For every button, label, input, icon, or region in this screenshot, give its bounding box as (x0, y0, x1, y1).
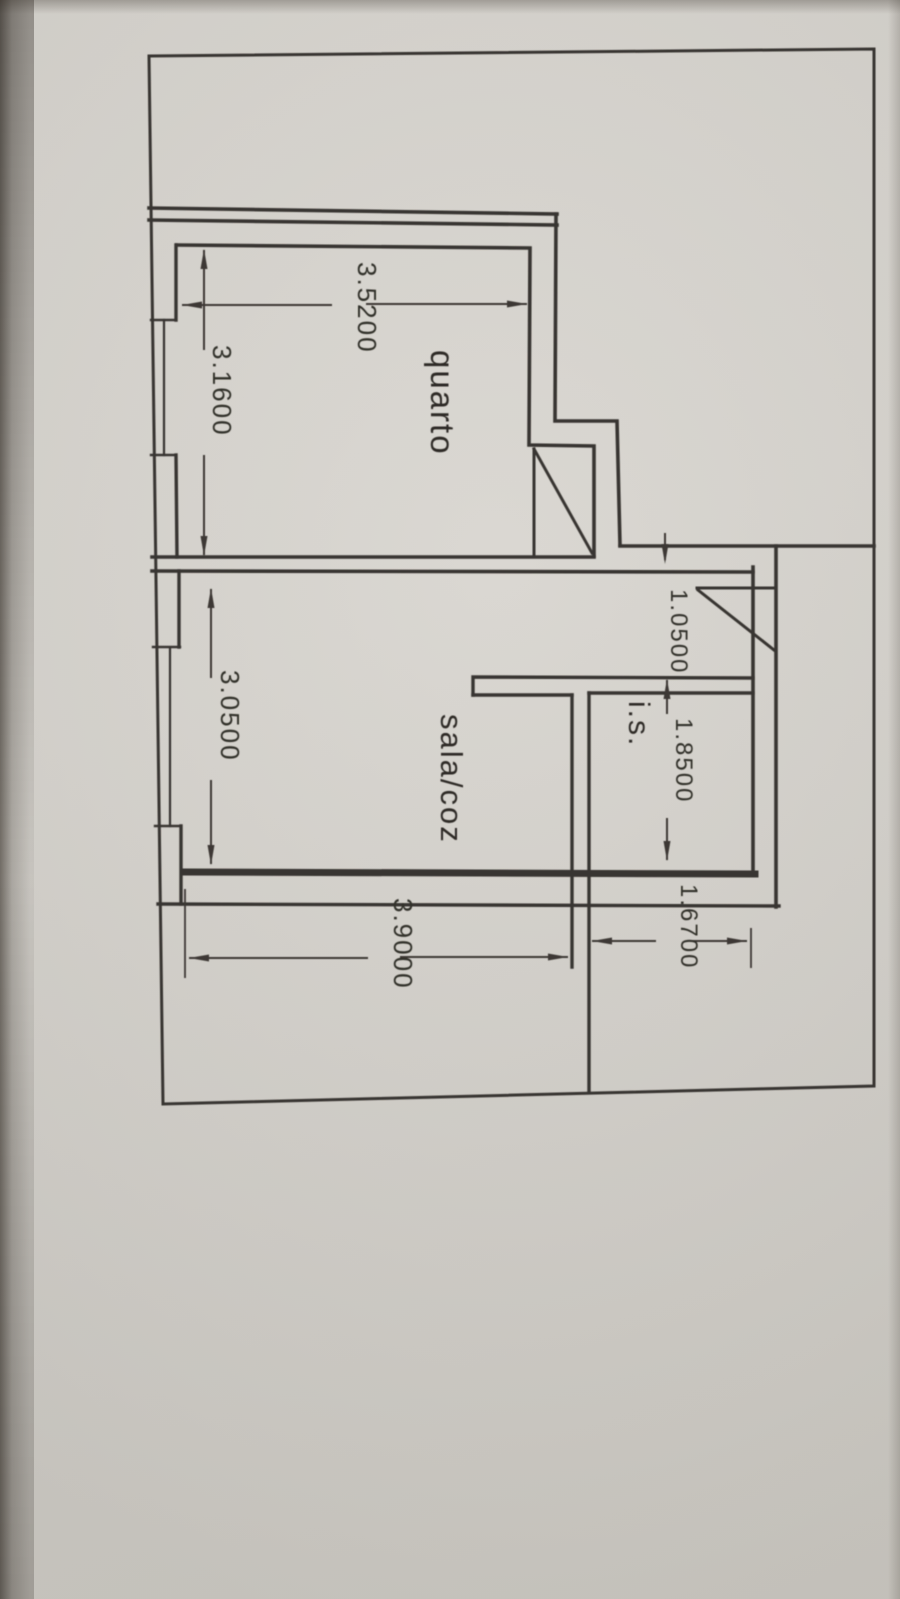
dimension-quarto-depth: 3.1600 (200, 249, 237, 556)
photo-shadow-left-edge (0, 0, 30, 1599)
room-labels: quarto sala/coz i.s. (424, 350, 655, 844)
room-label-quarto: quarto (424, 350, 461, 456)
dimension-hall-opening: 1.0500 (661, 533, 692, 674)
dimension-is-width: 1.6700 (592, 884, 752, 969)
window-symbols (149, 318, 183, 828)
room-label-is: i.s. (622, 701, 655, 747)
photo-shadow-top-edge (0, 0, 900, 14)
dimension-quarto-width: 3.5200 (182, 262, 527, 354)
dimension-label-lower-width: 3.9000 (388, 898, 418, 990)
dimension-label-is-depth: 1.8500 (670, 718, 697, 803)
dimension-label-quarto-depth: 3.1600 (207, 345, 237, 437)
dimension-label-is-width: 1.6700 (675, 884, 702, 969)
photo-shadow-left-fade (0, 0, 34, 1599)
dimension-label-quarto-width: 3.5200 (352, 262, 382, 354)
room-label-sala-coz: sala/coz (434, 714, 469, 844)
photo-shadow-right-edge (888, 0, 900, 1599)
dimension-lower-width: 3.9000 (184, 889, 568, 990)
dimension-label-hall-opening: 1.0500 (665, 589, 692, 674)
door-swing-entry (695, 586, 777, 653)
dimension-sala-depth: 3.0500 (207, 588, 245, 865)
dimension-is-depth: 1.8500 (663, 679, 697, 861)
building-walls (147, 206, 876, 1093)
door-swing-quarto (531, 446, 595, 556)
dimension-label-sala-depth: 3.0500 (215, 670, 245, 762)
lot-boundary (147, 47, 876, 1106)
